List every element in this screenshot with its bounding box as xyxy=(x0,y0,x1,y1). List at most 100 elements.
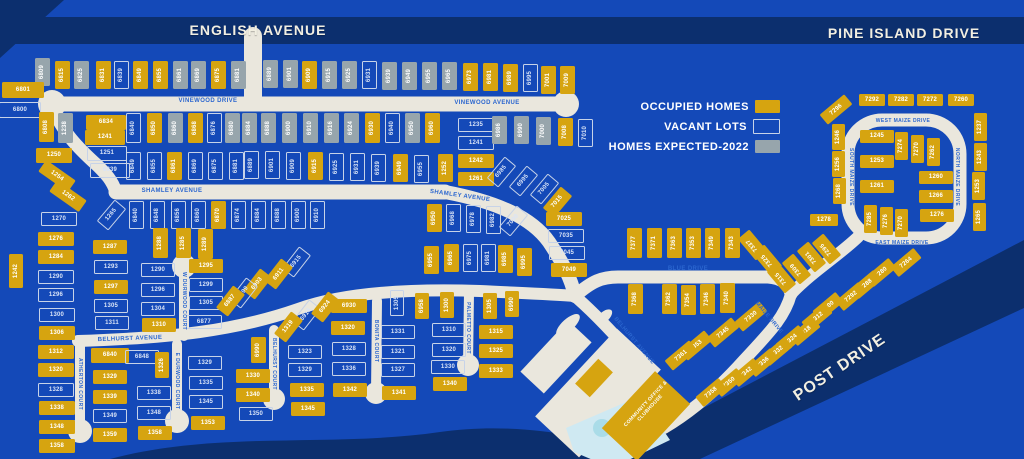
lot-6950-expected: 6950 xyxy=(404,113,420,143)
lot-6990-occupied: 6990 xyxy=(505,291,519,317)
lot-7009-occupied: 7009 xyxy=(559,66,575,94)
lot-6884-expected: 6884 xyxy=(241,113,257,143)
lot-6850-occupied: 6850 xyxy=(146,113,162,143)
lot-1339-occupied: 1339 xyxy=(93,390,127,404)
lot-1285-occupied: 1285 xyxy=(175,228,191,258)
lot-1304-vacant: 1304 xyxy=(141,302,175,316)
lot-6900-expected: 6900 xyxy=(281,113,297,143)
lot-1329-vacant: 1329 xyxy=(188,356,222,370)
lot-1300-occupied: 1300 xyxy=(440,292,454,318)
lot-6955-occupied: 6955 xyxy=(423,246,439,274)
lot-6990-expected: 6990 xyxy=(513,116,529,144)
lot-1325-occupied: 1325 xyxy=(479,344,513,358)
lot-6900-vacant: 6900 xyxy=(290,201,306,229)
lot-1323-vacant: 1323 xyxy=(288,345,322,359)
community-area xyxy=(520,320,691,459)
lot-7343-occupied: 7343 xyxy=(724,228,740,258)
lot-7285-occupied: 7285 xyxy=(863,205,877,233)
lot-1261-occupied: 1261 xyxy=(860,179,894,193)
lot-6888-vacant: 6888 xyxy=(270,201,286,229)
lot-6975-vacant: 6975 xyxy=(462,244,478,272)
street-label-bonita-court: BONITA COURT xyxy=(373,319,379,363)
lot-1278-occupied: 1278 xyxy=(810,214,838,226)
lot-1276-occupied: 1276 xyxy=(38,232,74,246)
lot-1293-vacant: 1293 xyxy=(94,260,128,274)
lot-1350-vacant: 1350 xyxy=(239,407,273,421)
lot-1342-occupied: 1342 xyxy=(333,383,367,397)
lot-6931-vacant: 6931 xyxy=(349,153,365,181)
street-label-w-durwood-court: W DURWOOD COURT xyxy=(181,271,187,331)
lot-1246-occupied: 1246 xyxy=(831,124,845,150)
lot-1340-occupied: 1340 xyxy=(236,388,270,402)
lot-1310-vacant: 1310 xyxy=(432,323,466,337)
lot-6834-occupied: 6834 xyxy=(86,114,126,130)
lot-6915-expected: 6915 xyxy=(321,61,337,89)
street-label-west-maize-drive: WEST MAIZE DRIVE xyxy=(875,118,931,124)
lot-1348-vacant: 1348 xyxy=(137,406,171,420)
expected-swatch xyxy=(755,140,780,153)
lot-6940-vacant: 6940 xyxy=(384,113,400,143)
lot-7363-occupied: 7363 xyxy=(666,228,682,258)
lot-6861-expected: 6861 xyxy=(172,61,188,89)
lot-1338-vacant: 1338 xyxy=(137,386,171,400)
lot-6856-vacant: 6856 xyxy=(170,201,186,229)
lot-6949-expected: 6949 xyxy=(401,62,417,90)
lot-1243-occupied: 1243 xyxy=(973,143,987,171)
waterway xyxy=(110,428,690,459)
lot-6910-vacant: 6910 xyxy=(309,201,325,229)
lot-6931-vacant: 6931 xyxy=(361,61,377,89)
lot-7262-occupied: 7262 xyxy=(926,138,940,166)
lot-6909-occupied: 6909 xyxy=(301,61,317,89)
lot-1306-occupied: 1306 xyxy=(39,326,75,340)
lot-6901-vacant: 6901 xyxy=(264,151,280,179)
lot-1335-occupied: 1335 xyxy=(290,383,324,397)
lot-6809-expected: 6809 xyxy=(34,58,50,86)
lot-7000-expected: 7000 xyxy=(535,117,551,145)
lot-7368-occupied: 7368 xyxy=(627,284,643,314)
lot-1237-occupied: 1237 xyxy=(973,113,987,141)
lot-6860-vacant: 6860 xyxy=(190,201,206,229)
office-building xyxy=(575,358,613,398)
lot-6874-vacant: 6874 xyxy=(230,201,246,229)
lot-7049-occupied: 7049 xyxy=(551,263,587,277)
lot-1333-occupied: 1333 xyxy=(479,364,513,378)
lot-1358-occupied: 1358 xyxy=(39,439,75,453)
lot-1251-vacant: 1251 xyxy=(87,145,127,161)
lot-6981-vacant: 6981 xyxy=(480,244,496,272)
lot-1296-vacant: 1296 xyxy=(141,283,175,297)
lot-6881-expected: 6881 xyxy=(230,61,246,89)
lot-7340-occupied: 7340 xyxy=(719,283,735,313)
road-label-pine-island-drive: PINE ISLAND DRIVE xyxy=(827,25,981,41)
lot-6930-occupied: 6930 xyxy=(331,299,367,313)
lot-1320-occupied: 1320 xyxy=(331,321,365,335)
lot-6901-expected: 6901 xyxy=(282,60,298,88)
lot-6960-occupied: 6960 xyxy=(424,113,440,143)
lot-1287-occupied: 1287 xyxy=(93,240,127,254)
lot-6831-occupied: 6831 xyxy=(95,61,111,89)
lot-1353-occupied: 1353 xyxy=(191,416,225,430)
lot-6840-vacant: 6840 xyxy=(125,113,141,143)
lot-6876-vacant: 6876 xyxy=(206,113,222,143)
lot-1289-occupied: 1289 xyxy=(197,229,213,259)
lot-1242-occupied: 1242 xyxy=(9,254,23,288)
lot-1297-occupied: 1297 xyxy=(94,280,128,294)
post-drive-band xyxy=(606,240,1024,459)
clubhouse-building xyxy=(601,371,691,459)
street-label-north-maize-drive: NORTH MAIZE DRIVE xyxy=(954,147,960,207)
lot-6909-vacant: 6909 xyxy=(285,152,301,180)
lot-1276-occupied: 1276 xyxy=(920,208,954,222)
lot-6915-occupied: 6915 xyxy=(307,152,323,180)
lot-7292-occupied: 7292 xyxy=(859,94,885,106)
legend-expected-label: HOMES EXPECTED-2022 xyxy=(608,140,749,153)
lot-1338-occupied: 1338 xyxy=(39,401,75,415)
lot-1312-occupied: 1312 xyxy=(38,345,74,359)
legend-expected-row: HOMES EXPECTED-2022 xyxy=(600,140,780,153)
lot-1341-occupied: 1341 xyxy=(382,386,416,400)
lot-1260-occupied: 1260 xyxy=(919,170,953,184)
lot-1358-occupied: 1358 xyxy=(138,426,172,440)
lot-1253-occupied: 1253 xyxy=(971,172,985,200)
lot-1329-occupied: 1329 xyxy=(93,370,127,384)
lot-6958-occupied: 6958 xyxy=(415,293,429,319)
lot-6869-expected: 6869 xyxy=(190,61,206,89)
